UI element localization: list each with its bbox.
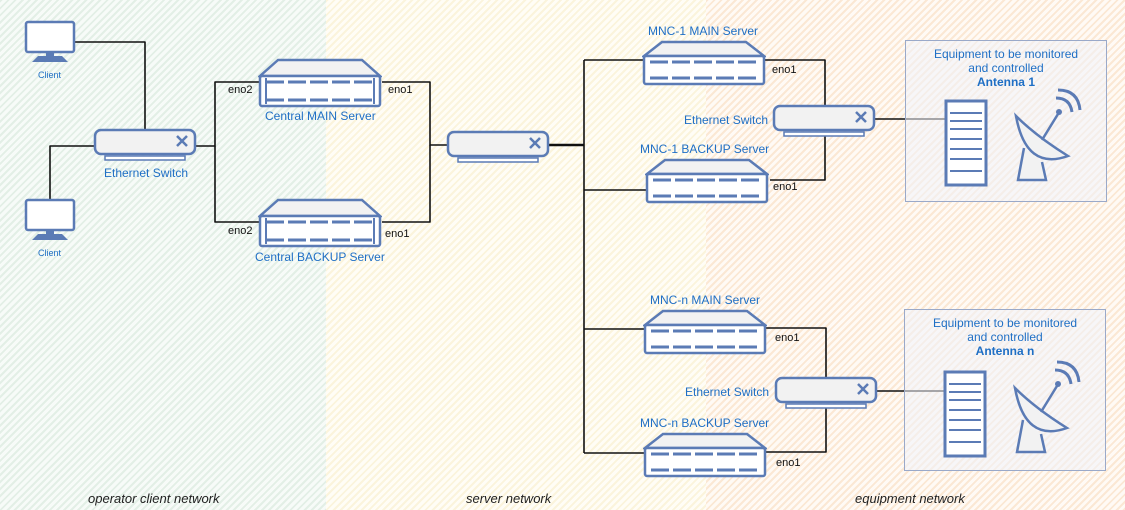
wire-client2-switch: [49, 145, 95, 200]
wire-central-backup-core: [382, 145, 431, 223]
ethernet-switch-icon: [93, 128, 197, 161]
zone-label-equipment: equipment network: [855, 491, 965, 506]
client-label: Client: [38, 70, 62, 80]
wire-mnc1-main-switch: [765, 59, 826, 106]
monitor-icon: [24, 20, 76, 62]
central-backup-server-label: Central BACKUP Server: [255, 250, 385, 264]
wire-switch-central-main: [193, 81, 260, 147]
equipment-name: Antenna n: [975, 344, 1035, 358]
ethernet-switch-icon: [774, 376, 878, 409]
client-switch-label: Ethernet Switch: [104, 166, 189, 180]
mncn-backup-server-label: MNC-n BACKUP Server: [640, 416, 770, 430]
server-rack-icon: [943, 370, 987, 458]
ethernet-switch-icon: [446, 130, 550, 163]
server-icon: [643, 432, 767, 478]
siten-switch-label: Ethernet Switch: [685, 385, 770, 399]
mncn-main-server-label: MNC-n MAIN Server: [650, 293, 761, 307]
equipment-description: Equipment to be monitored: [933, 47, 1079, 61]
server-icon: [258, 198, 382, 248]
server-icon: [642, 40, 766, 86]
ethernet-switch-icon: [772, 104, 876, 137]
site1-switch-label: Ethernet Switch: [684, 113, 769, 127]
zone-label-client: operator client network: [88, 491, 220, 506]
wire-mncn-main-switch: [765, 327, 827, 377]
satellite-dish-icon: [1013, 360, 1081, 454]
equipment-description: Equipment to be monitored: [932, 316, 1078, 330]
wire-central-main-core: [382, 81, 448, 146]
mnc1-main-server-label: MNC-1 MAIN Server: [648, 24, 759, 38]
equipment-box: Equipment to be monitored and controlled…: [904, 309, 1106, 471]
server-icon: [258, 58, 382, 108]
server-rack-icon: [944, 99, 988, 187]
wire-mnc1-backup-switch: [770, 134, 826, 181]
mnc1-backup-server-label: MNC-1 BACKUP Server: [640, 142, 770, 156]
port-label: eno1: [772, 64, 797, 76]
server-icon: [643, 309, 767, 355]
port-label: eno1: [773, 181, 798, 193]
equipment-box: Equipment to be monitored and controlled…: [905, 40, 1107, 202]
equipment-description: and controlled: [967, 330, 1043, 344]
port-label: eno2: [228, 225, 253, 237]
client-label: Client: [38, 248, 62, 258]
wire-client1-switch: [75, 41, 146, 130]
port-label: eno1: [385, 228, 410, 240]
central-main-server-label: Central MAIN Server: [265, 109, 376, 123]
satellite-dish-icon: [1014, 88, 1082, 182]
port-label: eno1: [388, 84, 413, 96]
wire-switch-central-backup: [214, 146, 260, 223]
port-label: eno1: [776, 457, 801, 469]
equipment-description: and controlled: [968, 61, 1044, 75]
monitor-icon: [24, 198, 76, 240]
port-label: eno1: [775, 332, 800, 344]
wire-mncn-backup-switch: [765, 405, 827, 453]
port-label: eno2: [228, 84, 253, 96]
server-icon: [645, 158, 769, 204]
zone-server-network: [326, 0, 706, 510]
zone-label-server: server network: [466, 491, 552, 506]
equipment-name: Antenna 1: [976, 75, 1035, 89]
